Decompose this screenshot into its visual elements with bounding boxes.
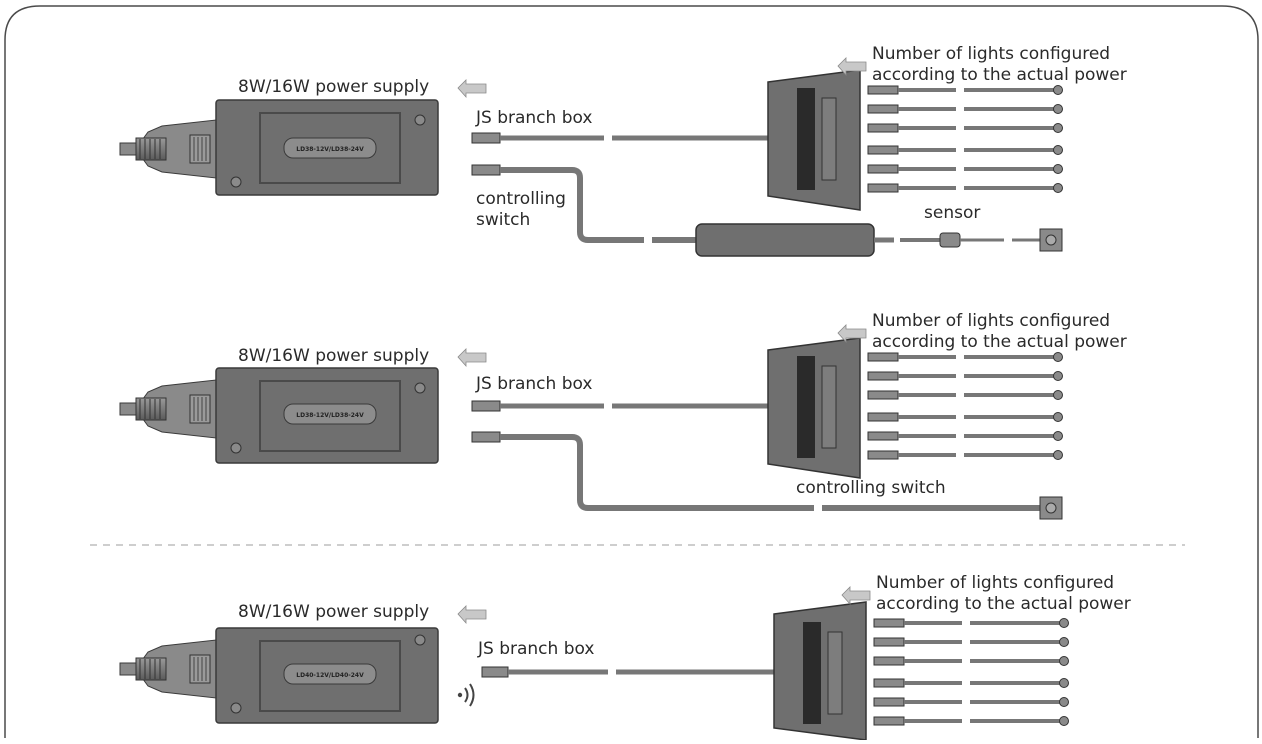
light-cable [867, 183, 1063, 193]
lights-note-3: Number of lights configured according to… [841, 573, 1131, 614]
light-cable [867, 123, 1063, 133]
lights-note-line1-1: Number of lights configured [872, 44, 1110, 64]
light-cable [873, 678, 1069, 688]
light-cable [867, 164, 1063, 174]
branch-cable-3 [481, 666, 774, 678]
light-cables-2 [867, 352, 1063, 460]
power-supply-2: LD38-12V/LD38-24V [119, 367, 439, 464]
branch-box-label-3: JS branch box [477, 639, 594, 659]
section-3: LD40-12V/LD40-24V 8W/16W power supply JS… [119, 573, 1131, 741]
power-supply-3: LD40-12V/LD40-24V [119, 627, 439, 724]
lights-note-2: Number of lights configured according to… [837, 311, 1127, 352]
power-plug-1 [119, 119, 217, 179]
switch-cable-1 [471, 164, 1063, 257]
light-cable [873, 716, 1069, 726]
branch-box-2 [767, 337, 861, 479]
lights-note-line1-2: Number of lights configured [872, 311, 1110, 331]
lights-note-line2-2: according to the actual power [872, 332, 1127, 352]
sensor-label-1: sensor [924, 203, 980, 223]
section-2: LD38-12V/LD38-24V 8W/16W power supply JS… [119, 311, 1127, 520]
switch-label-2: controlling switch [796, 478, 946, 498]
branch-cable-2 [471, 400, 768, 412]
lights-note-1: Number of lights configured according to… [837, 44, 1127, 85]
lights-note-line2-3: according to the actual power [876, 594, 1131, 614]
branch-box-3 [773, 601, 867, 741]
lights-note-line1-3: Number of lights configured [876, 573, 1114, 593]
lights-note-line2-1: according to the actual power [872, 65, 1127, 85]
section-1: LD38-12V/LD38-24V 8W/16W power supply JS… [119, 44, 1127, 257]
switch-cable-2 [471, 431, 1063, 520]
light-cables-1 [867, 85, 1063, 193]
arrow-left-icon [457, 348, 487, 368]
power-supply-label-1: 8W/16W power supply [238, 77, 429, 97]
arrow-left-icon [841, 586, 871, 606]
light-cable [867, 371, 1063, 381]
arrow-left-icon [837, 57, 867, 77]
psu-model-label-3: LD40-12V/LD40-24V [296, 672, 364, 679]
arrow-left-icon [457, 605, 487, 625]
branch-box-label-1: JS branch box [475, 108, 592, 128]
branch-cable-1 [471, 132, 768, 144]
power-plug-3 [119, 639, 217, 699]
light-cable [867, 412, 1063, 422]
light-cable [873, 656, 1069, 666]
light-cable [867, 104, 1063, 114]
light-cable [873, 637, 1069, 647]
arrow-left-icon [457, 79, 487, 99]
sensor-module-1 [695, 223, 875, 257]
switch-label-line1-1: controlling [476, 189, 566, 209]
arrow-left-icon [837, 324, 867, 344]
wireless-signal-icon [457, 683, 475, 707]
power-supply-label-3: 8W/16W power supply [238, 602, 429, 622]
light-cable [867, 352, 1063, 362]
outer-frame [4, 5, 1259, 738]
power-plug-2 [119, 379, 217, 439]
light-cables-3 [873, 618, 1069, 726]
power-supply-1: LD38-12V/LD38-24V [119, 99, 439, 196]
light-cable [873, 618, 1069, 628]
power-supply-label-2: 8W/16W power supply [238, 346, 429, 366]
psu-model-label-2: LD38-12V/LD38-24V [296, 412, 364, 419]
branch-box-1 [767, 69, 861, 211]
light-cable [867, 390, 1063, 400]
branch-box-label-2: JS branch box [475, 374, 592, 394]
light-cable [873, 697, 1069, 707]
switch-label-line2-1: switch [476, 210, 530, 230]
light-cable [867, 450, 1063, 460]
light-cable [867, 85, 1063, 95]
light-cable [867, 145, 1063, 155]
psu-model-label-1: LD38-12V/LD38-24V [296, 146, 364, 153]
light-cable [867, 431, 1063, 441]
